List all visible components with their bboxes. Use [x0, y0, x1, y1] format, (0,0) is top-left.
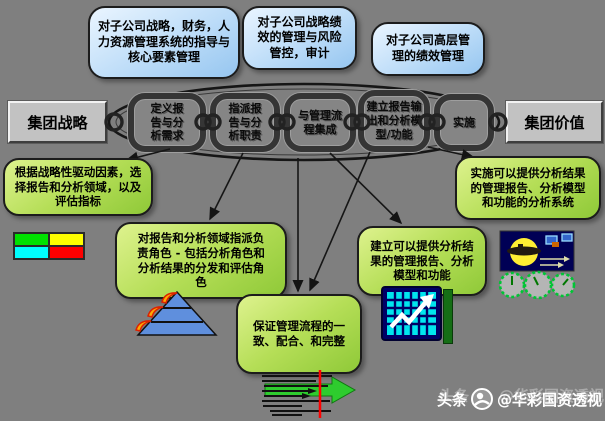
callout-implement-analysis-system: 实施可以提供分析结果的管理报告、分析模型和功能的分析系统	[455, 156, 601, 220]
group-strategy-endpoint: 集团战略	[8, 101, 107, 143]
chain-link-build-outputs: 建立报告输出和分析模型/功能	[358, 90, 430, 152]
group-value-label: 集团价值	[524, 113, 585, 132]
chain-link-label: 实施	[453, 115, 475, 129]
callout-text: 对子公司高层管理的绩效管理	[385, 33, 470, 63]
chart-green-strip	[443, 289, 453, 344]
watermark-avatar-icon	[471, 388, 494, 410]
flag-cell-red	[49, 246, 84, 259]
dashboard-icon	[498, 230, 576, 300]
callout-text: 根据战略性驱动因素，选择报告和分析领域，以及评估指标	[14, 164, 142, 209]
callout-text: 建立可以提供分析结果的管理报告、分析模型和功能	[370, 238, 474, 283]
pyramid-icon	[135, 290, 218, 336]
callout-assign-roles: 对报告和分析领域指派负责角色 - 包括分析角色和分析结果的分发和评估角色	[115, 222, 287, 299]
chain-rings	[104, 112, 508, 132]
callout-executive-performance: 对子公司高层管理的绩效管理	[371, 22, 485, 76]
callout-text: 保证管理流程的一致、配合、和完整	[253, 319, 345, 348]
chain-link-process-integration: 与管理流程集成	[284, 93, 356, 152]
callout-build-reports-models: 建立可以提供分析结果的管理报告、分析模型和功能	[357, 226, 487, 296]
flag-cell-green	[14, 233, 49, 246]
callout-select-analysis-domains: 根据战略性驱动因素，选择报告和分析领域，以及评估指标	[3, 158, 153, 216]
chain-link-label: 与管理流程集成	[298, 108, 342, 136]
flow-arrow	[125, 146, 475, 293]
chain-link-label: 指派报告与分析职责	[228, 101, 262, 143]
callout-ensure-process-consistency: 保证管理流程的一致、配合、和完整	[236, 294, 362, 374]
flag-cell-yellow	[49, 233, 84, 246]
gauges-icon	[498, 270, 576, 300]
trend-chart-icon	[381, 286, 442, 341]
watermark-handle: @华彩国资透视	[497, 390, 603, 409]
callout-text: 对报告和分析领域指派负责角色 - 包括分析角色和分析结果的分发和评估角色	[137, 230, 265, 290]
flag-cell-cyan	[14, 246, 49, 259]
watermark-prefix: 头条	[437, 390, 468, 409]
callout-guidance-core-elements: 对子公司战略，财务，人力资源管理系统的指导与核心要素管理	[88, 6, 240, 79]
callout-performance-risk-audit: 对子公司战略绩效的管理与风险管控，审计	[242, 6, 357, 70]
watermark: 头条 @华彩国资透视	[437, 383, 605, 415]
gantt-arrow-icon	[262, 370, 357, 418]
chain-link-label: 定义报告与分析需求	[150, 101, 184, 143]
chain-link-define-requirements: 定义报告与分析需求	[128, 93, 206, 152]
dashboard-speed-arrows	[540, 256, 570, 268]
callout-text: 对子公司战略，财务，人力资源管理系统的指导与核心要素管理	[98, 19, 231, 65]
callout-text: 对子公司战略绩效的管理与风险管控，审计	[257, 14, 342, 60]
chain-link-label: 建立报告输出和分析模型/功能	[366, 100, 422, 141]
group-strategy-label: 集团战略	[27, 113, 88, 132]
four-color-flag-icon	[13, 232, 85, 260]
callout-text: 实施可以提供分析结果的管理报告、分析模型和功能的分析系统	[470, 165, 586, 210]
pyramid-swoosh-arrows	[135, 292, 178, 332]
